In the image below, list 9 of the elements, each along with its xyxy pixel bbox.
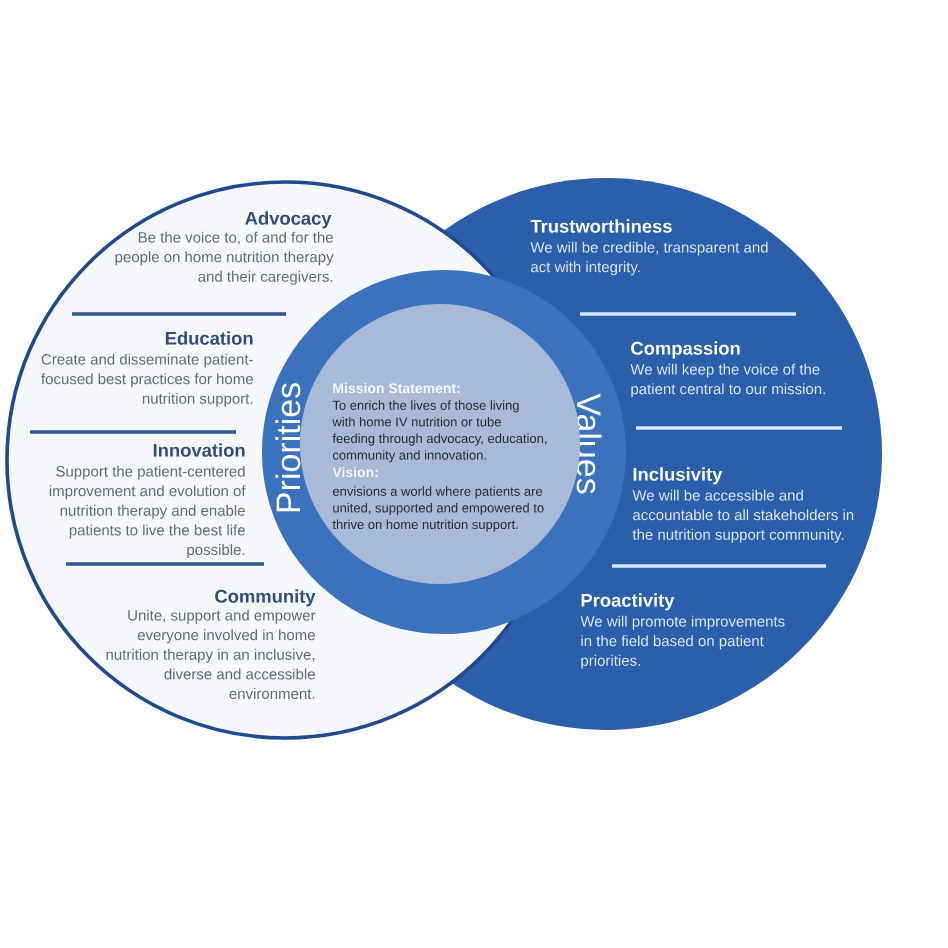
ring-label: Priorities — [275, 383, 301, 512]
heading: Education — [165, 331, 253, 345]
heading: Advocacy — [245, 211, 332, 229]
heading: Proactivity — [581, 593, 675, 611]
heading: Community — [215, 589, 316, 607]
heading: Innovation — [153, 443, 245, 457]
heading: Trustworthiness — [530, 219, 672, 233]
heading: Inclusivity — [633, 467, 723, 485]
heading: Compassion — [631, 341, 740, 359]
